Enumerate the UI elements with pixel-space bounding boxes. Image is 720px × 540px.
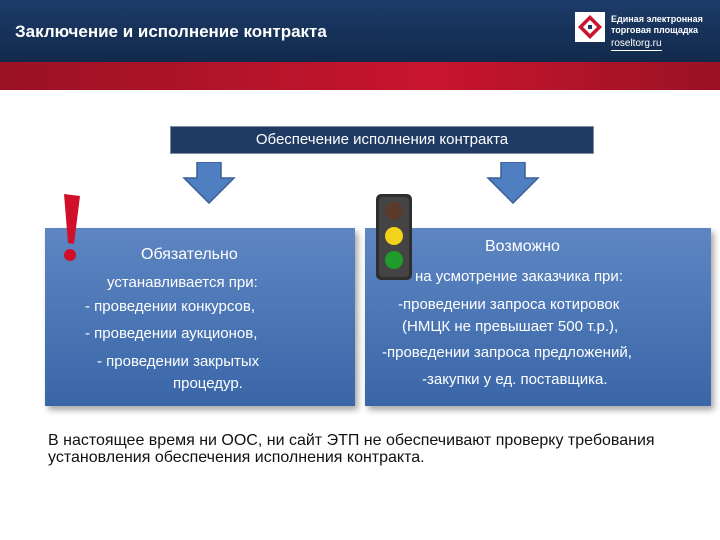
mandatory-line: - проведении аукционов, <box>85 325 258 342</box>
logo-text: Единая электронная торговая площадка <box>611 14 703 36</box>
optional-line: -закупки у ед. поставщика. <box>422 371 608 388</box>
logo: Единая электронная торговая площадка ros… <box>575 10 715 54</box>
page-title: Заключение и исполнение контракта <box>15 22 327 41</box>
logo-line2: торговая площадка <box>611 25 699 35</box>
exclamation-icon <box>64 194 80 261</box>
mandatory-title: Обязательно <box>141 246 238 263</box>
optional-title: Возможно <box>485 238 560 255</box>
mandatory-line: процедур. <box>173 375 243 392</box>
arrow-down-icon <box>182 162 236 204</box>
mandatory-line: устанавливается при: <box>107 274 258 291</box>
traffic-light-icon <box>376 194 412 280</box>
logo-icon <box>575 12 605 42</box>
arrow-down-icon <box>486 162 540 204</box>
red-band <box>0 62 720 90</box>
optional-line: -проведении запроса котировок <box>398 296 620 313</box>
note-text: В настоящее время ни ООС, ни сайт ЭТП не… <box>48 432 655 466</box>
mandatory-line: - проведении конкурсов, <box>85 298 255 315</box>
logo-url[interactable]: roseltorg.ru <box>611 38 662 51</box>
mandatory-line: - проведении закрытых <box>97 353 260 370</box>
header-bar: Заключение и исполнение контракта Единая… <box>0 0 720 62</box>
optional-line: (НМЦК не превышает 500 т.р.), <box>402 318 619 335</box>
section-heading: Обеспечение исполнения контракта <box>170 126 594 154</box>
logo-line1: Единая электронная <box>611 14 703 24</box>
optional-line: на усмотрение заказчика при: <box>415 268 623 285</box>
optional-panel: Возможно на усмотрение заказчика при: -п… <box>365 228 711 406</box>
optional-line: -проведении запроса предложений, <box>382 344 632 361</box>
mandatory-panel: Обязательно устанавливается при: - прове… <box>45 228 355 406</box>
